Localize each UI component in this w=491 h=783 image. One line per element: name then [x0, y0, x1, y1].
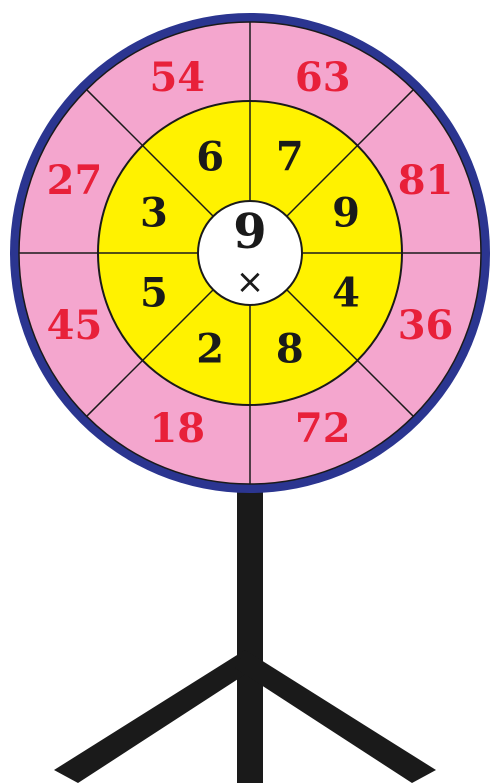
outer-number: 72: [295, 405, 351, 452]
inner-number: 6: [196, 133, 224, 180]
outer-number: 63: [295, 54, 351, 101]
stand-leg-right: [235, 650, 436, 783]
center-operator: ×: [236, 262, 265, 302]
stand-leg-left: [54, 650, 255, 783]
outer-number: 45: [47, 302, 103, 349]
inner-number: 3: [140, 190, 168, 237]
center-value: 9: [233, 204, 266, 260]
outer-number: 27: [47, 157, 103, 204]
inner-number: 9: [332, 190, 360, 237]
outer-number: 81: [398, 157, 454, 204]
inner-number: 8: [276, 326, 304, 373]
wheel-stand: [54, 470, 436, 783]
stand-pole: [237, 470, 263, 783]
inner-number: 2: [196, 326, 224, 373]
inner-number: 5: [140, 269, 168, 316]
outer-number: 54: [149, 54, 205, 101]
outer-number: 36: [398, 302, 454, 349]
outer-number: 18: [149, 405, 205, 452]
inner-number: 7: [276, 133, 304, 180]
inner-number: 4: [332, 269, 360, 316]
